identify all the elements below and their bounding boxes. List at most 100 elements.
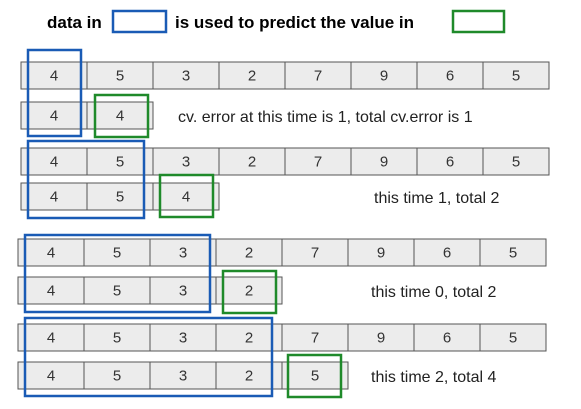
training-cell-3-box: [149, 361, 217, 390]
series-cell-1-value: 4: [50, 68, 58, 85]
training-cell-1-box: [20, 101, 88, 130]
predicted-cell-box: [281, 361, 349, 390]
series-cell-6-box: [347, 323, 415, 352]
series-cell-1: 4: [17, 238, 85, 267]
series-cell-4-box: [218, 147, 286, 176]
series-cell-8-box: [479, 323, 547, 352]
training-row: 4 5 4: [20, 182, 220, 211]
series-cell-3: 3: [152, 147, 220, 176]
series-cell-5: 7: [281, 323, 349, 352]
series-cell-1-value: 4: [50, 154, 58, 171]
training-cell-1-box: [17, 361, 85, 390]
training-cell-2: 5: [83, 361, 151, 390]
series-cell-3-box: [152, 147, 220, 176]
series-cell-5-box: [281, 238, 349, 267]
series-cell-3-box: [152, 61, 220, 90]
series-cell-5-box: [284, 61, 352, 90]
series-cell-3-box: [149, 323, 217, 352]
series-cell-8: 5: [479, 323, 547, 352]
series-cell-3: 3: [149, 238, 217, 267]
training-cell-1-box: [17, 276, 85, 305]
series-cell-8-box: [482, 61, 550, 90]
series-cell-3-box: [149, 238, 217, 267]
training-cell-3-value: 3: [179, 368, 187, 385]
series-cell-5-value: 7: [314, 68, 322, 85]
predicted-cell-value: 4: [182, 189, 190, 206]
series-cell-7-value: 6: [443, 330, 451, 347]
predicted-cell-box: [152, 182, 220, 211]
series-cell-2: 5: [86, 147, 154, 176]
training-cell-1: 4: [20, 101, 88, 130]
training-cell-2: 5: [83, 276, 151, 305]
series-cell-4-value: 2: [248, 154, 256, 171]
training-cell-2-value: 5: [116, 189, 124, 206]
series-cell-2-value: 5: [113, 330, 121, 347]
series-cell-7-box: [413, 238, 481, 267]
series-cell-2-box: [86, 61, 154, 90]
series-cell-1: 4: [20, 147, 88, 176]
series-cell-6-value: 9: [380, 68, 388, 85]
series-cell-4-value: 2: [248, 68, 256, 85]
series-cell-3-value: 3: [182, 154, 190, 171]
series-cell-5-value: 7: [311, 330, 319, 347]
series-cell-6-box: [347, 238, 415, 267]
training-row: 4 5 3 2 5: [17, 361, 349, 390]
series-cell-2-box: [86, 147, 154, 176]
error-note: this time 0, total 2: [371, 284, 496, 301]
training-window-box: [23, 233, 212, 314]
series-cell-6-box: [350, 147, 418, 176]
predicted-cell: 2: [215, 276, 283, 305]
series-cell-8-box: [482, 147, 550, 176]
training-cell-1: 4: [17, 361, 85, 390]
training-cell-3: 3: [149, 276, 217, 305]
series-cell-8: 5: [482, 147, 550, 176]
series-cell-5-box: [284, 147, 352, 176]
series-cell-4: 2: [218, 147, 286, 176]
training-cell-2-box: [83, 361, 151, 390]
series-cell-7: 6: [413, 238, 481, 267]
series-cell-3-value: 3: [179, 330, 187, 347]
series-cell-4: 2: [218, 61, 286, 90]
series-cell-5: 7: [281, 238, 349, 267]
series-cell-1-box: [17, 323, 85, 352]
series-cell-7-box: [413, 323, 481, 352]
series-cell-5: 7: [284, 61, 352, 90]
training-cell-1-value: 4: [50, 108, 58, 125]
prediction-target-box: [221, 269, 278, 315]
prediction-target-box: [286, 353, 343, 399]
training-window-box: [23, 316, 274, 398]
training-cell-1-value: 4: [47, 368, 55, 385]
series-cell-2-box: [83, 238, 151, 267]
predicted-cell: 5: [281, 361, 349, 390]
series-cell-3: 3: [152, 61, 220, 90]
series-cell-8-box: [479, 238, 547, 267]
series-cell-4-value: 2: [245, 330, 253, 347]
series-cell-8-value: 5: [512, 68, 520, 85]
series-cell-8-value: 5: [512, 154, 520, 171]
series-cell-6: 9: [350, 147, 418, 176]
series-cell-6: 9: [347, 323, 415, 352]
series-cell-6: 9: [350, 61, 418, 90]
prediction-target-box: [158, 173, 215, 219]
series-cell-2: 5: [83, 238, 151, 267]
series-cell-5-value: 7: [311, 245, 319, 262]
series-cell-7-value: 6: [446, 154, 454, 171]
training-cell-2-box: [83, 276, 151, 305]
training-cell-1: 4: [20, 182, 88, 211]
training-cell-1-value: 4: [50, 189, 58, 206]
series-cell-2-value: 5: [113, 245, 121, 262]
series-cell-4: 2: [215, 238, 283, 267]
series-cell-6-value: 9: [377, 330, 385, 347]
training-cell-2-value: 5: [113, 283, 121, 300]
series-cell-2: 5: [86, 61, 154, 90]
training-cell-4-value: 2: [245, 368, 253, 385]
series-cell-8: 5: [479, 238, 547, 267]
series-cell-7: 6: [416, 147, 484, 176]
series-cell-3-value: 3: [179, 245, 187, 262]
